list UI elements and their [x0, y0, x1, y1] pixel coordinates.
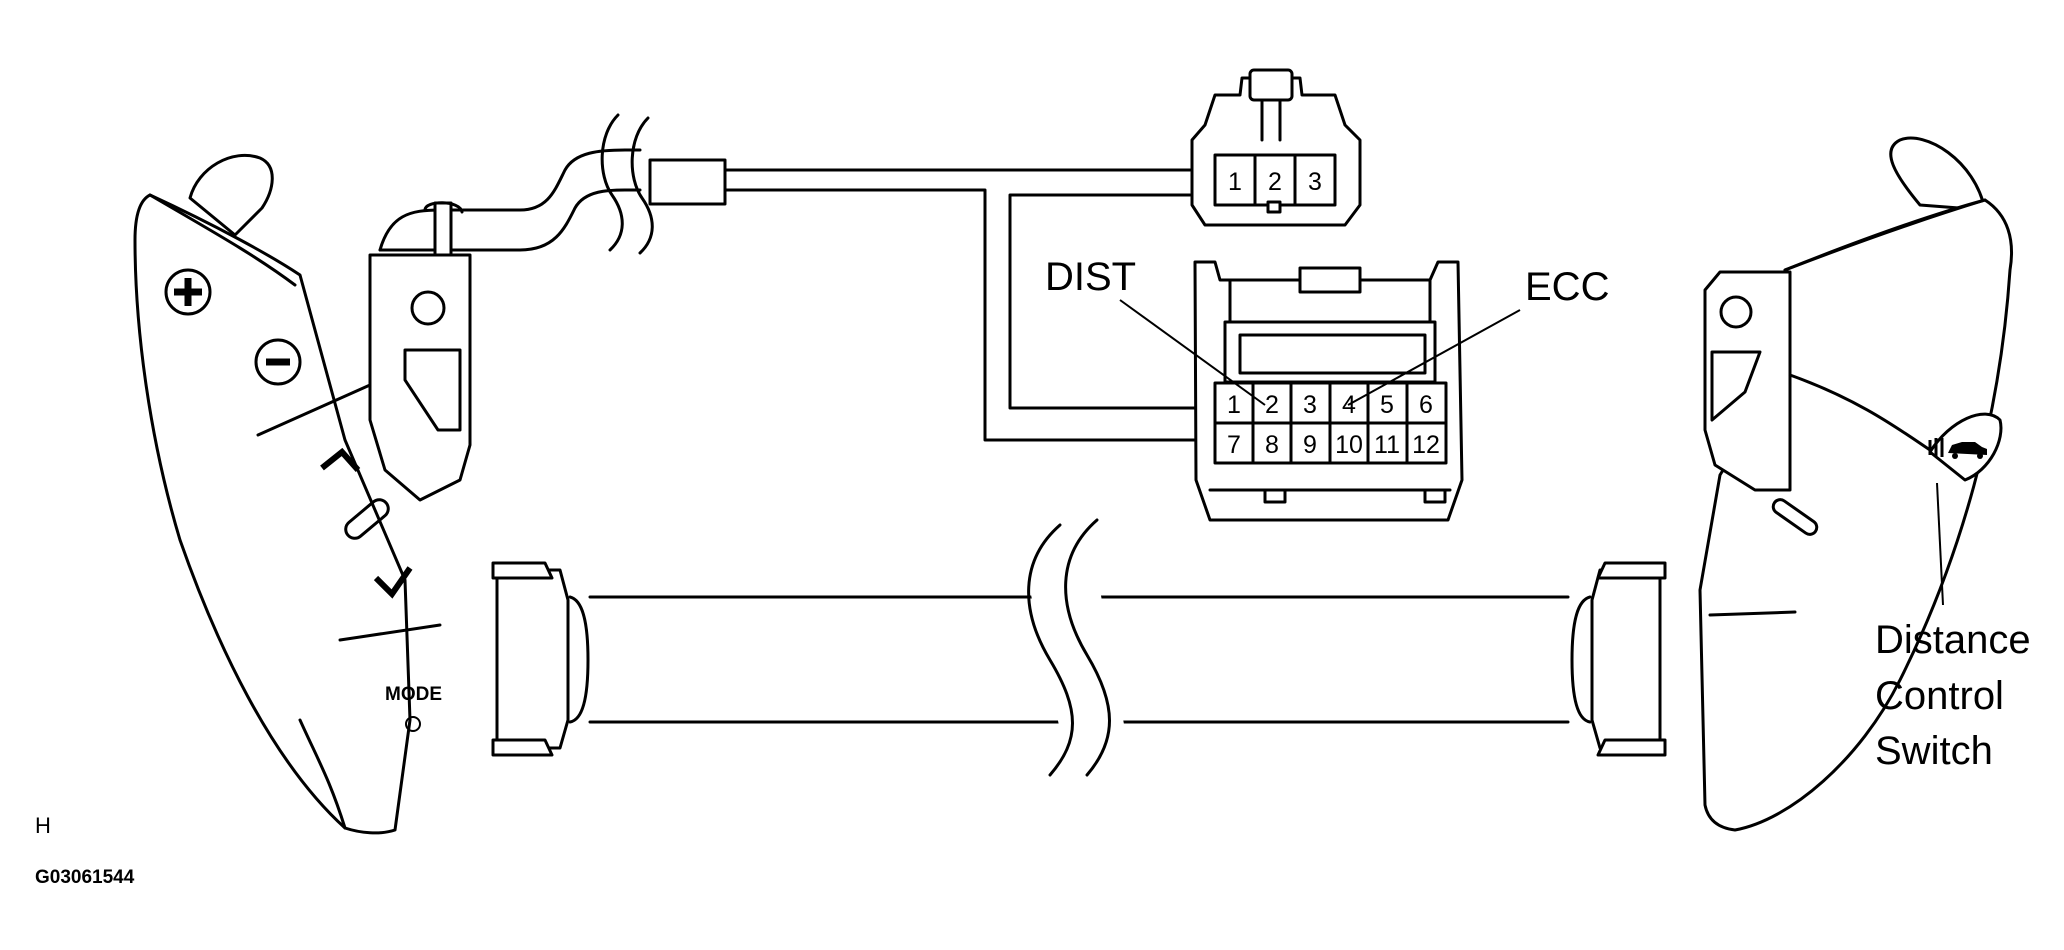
connector-3pin-pin-1: 1 — [1228, 168, 1242, 196]
connector-12pin-pin-2: 2 — [1265, 391, 1279, 419]
chevron-down-icon — [373, 566, 413, 599]
connector-12pin-pin-1: 1 — [1227, 391, 1241, 419]
left-cruise-switch: MODE — [133, 153, 472, 835]
connector-12pin-pin-8: 8 — [1265, 431, 1279, 459]
corner-letter: H — [35, 813, 51, 838]
connector-12pin-pin-7: 7 — [1227, 431, 1241, 459]
right-distance-switch: Distance Control Switch — [1698, 136, 2031, 832]
connector-12pin-pin-12: 12 — [1412, 431, 1440, 459]
minus-button-icon — [254, 338, 302, 386]
dist-leader-line — [1119, 299, 1266, 406]
connector-3pin-pin-2: 2 — [1268, 168, 1282, 196]
connector-12pin-pin-11: 11 — [1374, 431, 1400, 459]
mode-label: MODE — [385, 684, 442, 705]
connector-12pin-pin-5: 5 — [1380, 391, 1394, 419]
connector-12pin-pin-6: 6 — [1419, 391, 1433, 419]
wire-harness — [378, 113, 1197, 442]
connector-12pin: 1 2 3 4 5 6 7 8 9 10 11 12 — [1193, 260, 1464, 522]
connector-3pin: 1 2 3 — [1190, 68, 1362, 227]
switch-leader-line — [1936, 482, 1944, 606]
ecc-leader-line — [1347, 309, 1521, 406]
steering-spoke-shaft — [491, 518, 1667, 777]
distance-car-icon — [1928, 438, 1987, 459]
connector-12pin-pin-3: 3 — [1303, 391, 1317, 419]
distance-switch-label-line2: Control — [1875, 674, 2004, 718]
distance-switch-label-line1: Distance — [1875, 618, 2031, 662]
distance-switch-label-line3: Switch — [1875, 729, 1993, 773]
figure-id: G03061544 — [35, 867, 135, 888]
ecc-label: ECC — [1525, 265, 1609, 309]
dist-label: DIST — [1045, 255, 1136, 299]
connector-3pin-pin-3: 3 — [1308, 168, 1322, 196]
connector-12pin-pin-9: 9 — [1303, 431, 1317, 459]
chevron-up-icon — [320, 447, 361, 472]
plus-button-icon — [164, 268, 212, 316]
connector-12pin-pin-10: 10 — [1335, 431, 1363, 459]
